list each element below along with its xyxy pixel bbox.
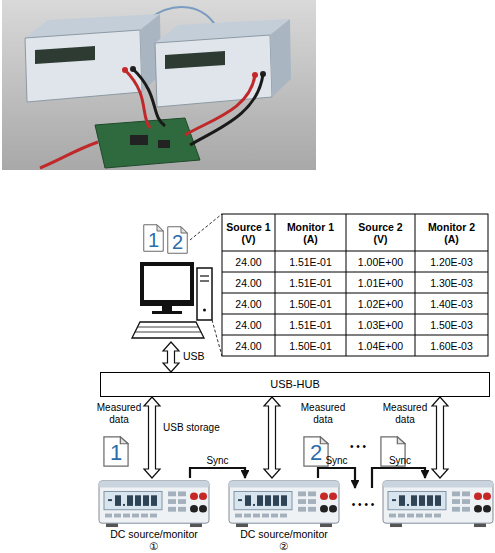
document-shape [144,225,164,252]
document-icon: 2 [303,436,329,467]
table-rule [222,335,488,336]
document-number: 1 [143,224,164,252]
photo-background [2,0,316,170]
photo-black-wire [133,69,165,126]
usb-arrow [163,342,179,372]
table-cell: 24.00 [222,251,275,272]
bidirectional-arrow [432,397,448,478]
drive-slot [200,275,209,276]
measured-data-label: Measured data [380,401,430,427]
photo-chip [130,135,148,145]
table-rule [222,251,488,252]
hub-label: USB-HUB [101,373,489,396]
keyboard-row [135,332,201,333]
ellipsis: • • • [338,440,378,454]
photo-instrument-side [270,19,291,97]
table-cell: 1.51E-01 [275,251,346,272]
table-cell: 1.01E+00 [346,272,415,293]
document-number: 2 [303,436,329,467]
instrument-label: ① [53,541,255,553]
table-cell: 1.30E-03 [415,272,488,293]
table-cell: 24.00 [222,314,275,335]
dashed-leader [212,320,222,356]
monitor-screen [144,266,190,300]
photo-instrument-display [35,46,95,64]
table-rule [222,293,488,294]
document-icon: 2 [167,226,188,254]
table-header: Monitor 1 (A) [283,214,338,251]
table-cell: 24.00 [222,293,275,314]
instrument-label: ② [183,541,385,553]
instrument-body [228,478,340,528]
power-button [203,309,206,312]
table-header: Source 2 (V) [353,214,408,251]
table-cell: 1.50E-01 [275,293,346,314]
table-cell: 1.51E-01 [275,272,346,293]
bidirectional-arrow [144,397,160,478]
measured-data-label: Measured data [298,401,348,427]
monitor-base [152,311,182,314]
table-frame [222,214,488,356]
table-cell: 1.50E-03 [415,314,488,335]
table-cell: 24.00 [222,335,275,356]
instrument-label: DC source/monitor [53,529,255,541]
keyboard [132,322,204,338]
document-shape [168,227,188,254]
monitor-bezel [140,262,194,306]
table-cell: 1.04E+00 [346,335,415,356]
instrument-shape [99,481,209,527]
photo-red-wire [185,75,255,135]
sync-label: Sync [193,455,243,467]
usb-storage-label: USB storage [163,422,233,434]
document-icon: 1 [103,436,129,467]
photo-red-wire [125,70,150,128]
dc-source-monitor: DC source/monitor② [228,478,340,528]
instrument-shape [229,481,339,527]
bidirectional-arrow [264,397,280,478]
table-header: Monitor 2 (A) [424,214,479,251]
table-cell: 1.02E+00 [346,293,415,314]
keyboard-row [138,327,198,328]
usb-label: USB [183,350,213,362]
document-number: 2 [167,226,188,254]
photo-instrument-front [25,30,142,102]
table-cell: 1.20E-03 [415,251,488,272]
instrument-label: DC source/monitor [183,529,385,541]
measured-data-label: Measured data [96,401,142,427]
dashed-leader [190,214,222,240]
table-cell: 24.00 [222,272,275,293]
photo-instrument-display [165,51,225,69]
photo-chip [158,140,170,148]
table-cell: 1.03E+00 [346,314,415,335]
dc-source-monitor: DC source/monitor① [98,478,210,528]
sync-arrow [190,468,245,478]
photo-black-wire [190,74,263,145]
sync-label: Sync [375,455,425,467]
table-rule [222,272,488,273]
drive-slot [200,280,209,281]
usb-hub-box: USB-HUB [100,372,490,397]
table-header: Source 1 (V) [222,214,275,251]
ellipsis: • • • • [343,498,383,512]
sync-label: Sync [318,455,355,467]
table-cell: 1.00E+00 [346,251,415,272]
pc-tower [197,268,212,320]
document-shape [104,437,128,466]
table-cell: 1.60E-03 [415,335,488,356]
photo-red-wire [40,142,98,168]
instrument-body [98,478,210,528]
table-cell: 1.50E-01 [275,335,346,356]
table-cell: 1.40E-03 [415,293,488,314]
document-number: 1 [103,436,129,467]
table-rule [222,314,488,315]
dc-source-monitor [383,481,493,527]
document-shape [304,437,328,466]
document-icon: 1 [143,224,164,252]
table-cell: 1.51E-01 [275,314,346,335]
